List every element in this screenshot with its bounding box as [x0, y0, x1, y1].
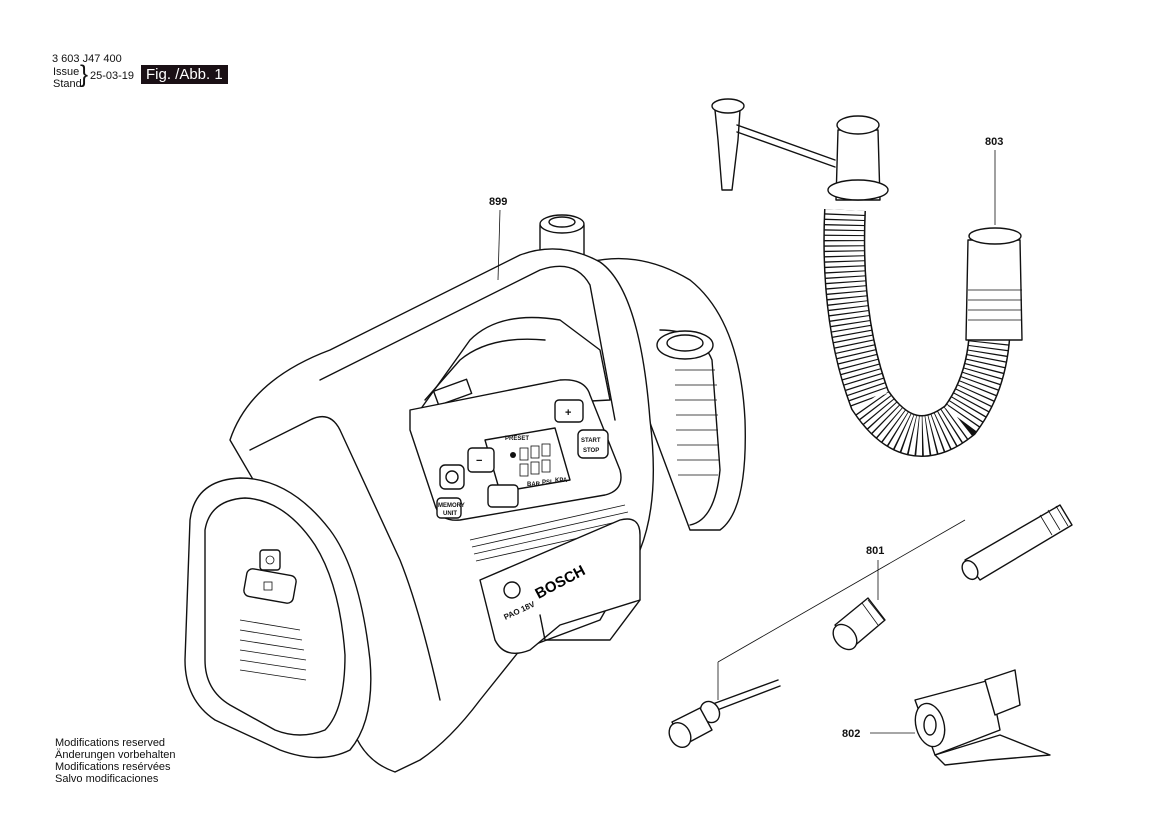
plus-button — [554, 399, 584, 423]
kpa-label: KPA — [555, 478, 568, 484]
bar-label: BAR — [527, 482, 541, 488]
part-899-compressor: + − START STOP MEMORY UNIT PRESET BAR PS… — [184, 214, 746, 773]
issue-date: 25-03-19 — [90, 70, 135, 82]
memory-unit-button — [436, 497, 462, 519]
preset-label: PRESET — [505, 436, 529, 442]
minus-label: − — [476, 455, 482, 467]
issue-stand-label: Issue Stand — [53, 66, 82, 90]
document-number: 3 603 J47 400 — [52, 53, 122, 65]
unit-label: UNIT — [443, 511, 457, 517]
issue-label: Issue — [53, 66, 80, 78]
part-801-adapters — [668, 504, 1073, 749]
start-label: START — [581, 438, 601, 444]
note-de: Änderungen vorbehalten — [55, 749, 176, 761]
part-number-802: 802 — [842, 728, 860, 740]
note-en: Modifications reserved — [55, 737, 166, 749]
figure-label: Fig. /Abb. 1 — [141, 65, 228, 84]
note-fr: Modifications resérvées — [55, 761, 171, 773]
modifications-notice: Modifications reserved Änderungen vorbeh… — [55, 737, 175, 785]
light-mode-button — [487, 484, 519, 508]
brace: } — [80, 61, 89, 88]
part-803-hose — [711, 98, 1023, 457]
plus-label: + — [565, 407, 571, 419]
minus-button — [467, 447, 495, 473]
psi-label: PSI — [542, 480, 552, 486]
part-802-valve-connector — [914, 669, 1051, 766]
note-es: Salvo modificaciones — [55, 773, 159, 785]
part-number-801: 801 — [866, 545, 884, 557]
part-number-803: 803 — [985, 136, 1003, 148]
part-number-899: 899 — [489, 196, 507, 208]
light-icon — [259, 549, 281, 571]
stop-label: STOP — [583, 448, 599, 454]
power-button — [439, 464, 465, 490]
stand-label: Stand — [53, 78, 82, 90]
start-stop-button — [577, 429, 609, 459]
memory-label: MEMORY — [438, 503, 465, 509]
